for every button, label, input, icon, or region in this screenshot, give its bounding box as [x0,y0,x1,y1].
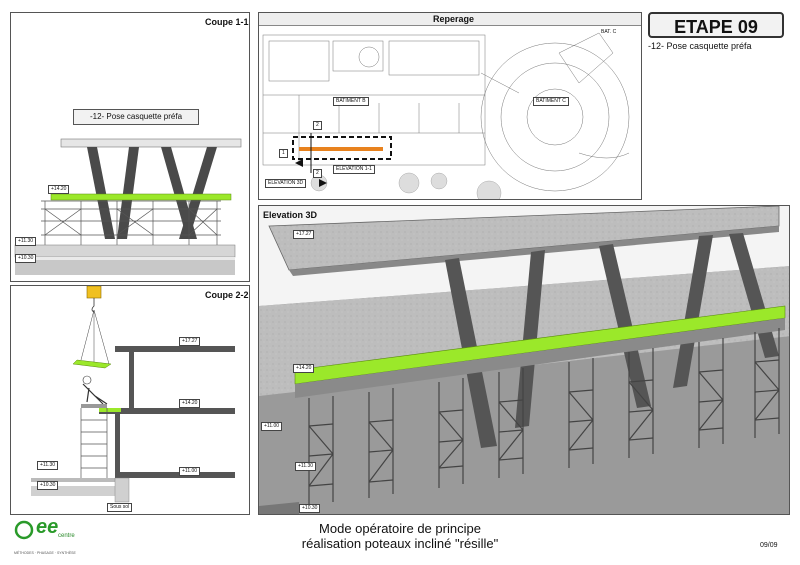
reperage-label: BAT. C [601,29,617,35]
reperage-label: BATIMENT B [333,97,369,106]
coupe-1-1-caption: -12- Pose casquette préfa [73,109,199,125]
coupe-2-2-panel: Coupe 2-2 [10,285,250,515]
level-label: +17.27 [293,230,315,239]
footer-title: Mode opératoire de principe réalisation … [260,521,540,551]
reperage-plan [262,32,630,199]
logo-tagline: MÉTHODES · PHASAGE · SYNTHÈSE [14,551,76,555]
etape-subtitle: -12- Pose casquette préfa [648,41,752,51]
footer-title-line2: réalisation poteaux incliné "résille" [301,536,499,551]
level-label: +11.30 [15,237,37,246]
elevation-3d-drawing [259,206,789,514]
logo-word: centre [58,533,75,539]
level-label: +10.30 [37,481,59,490]
elevation-3d-panel: Elevation 3D +17.27 +14.20 +11.00 +11.30… [258,205,790,515]
reperage-label: ELEVATION 1-1 [333,165,375,174]
level-label: +11.30 [295,462,317,471]
etape-title-box: ETAPE 09 [648,12,784,38]
crane-hook-icon [86,286,102,299]
section-marker: 2 [313,121,322,130]
coupe-1-1-title: Coupe 1-1 [205,17,249,27]
section-marker: 2 [313,169,322,178]
level-label: +14.20 [293,364,315,373]
elevation-3d-title: Elevation 3D [263,210,318,220]
coupe-1-1-panel: Coupe 1-1 -12- Pose casquette préfa [10,12,250,282]
level-label: +14.20 [179,399,201,408]
coupe-2-2-title: Coupe 2-2 [205,290,249,300]
reperage-label: BATIMENT C [533,97,569,106]
reperage-header [259,13,641,26]
level-label: +11.30 [37,461,59,470]
level-label: +14.20 [48,185,70,194]
level-label: +17.27 [179,337,201,346]
level-label: +10.30 [299,504,321,513]
level-label: +11.00 [179,467,201,476]
logo-icon [14,520,34,540]
sous-sol-label: Sous sol [107,503,133,512]
footer-title-line1: Mode opératoire de principe [319,521,481,536]
logo-letters: ee [36,516,59,538]
level-label: +10.30 [15,254,37,263]
level-label: +11.00 [261,422,283,431]
coupe-1-1-drawing [14,138,242,275]
section-marker: 1 [279,149,288,158]
coupe-2-2-drawing [31,286,235,503]
reperage-label: ELEVATION 3D [265,179,307,188]
reperage-title: Reperage [433,14,475,24]
page-number: 09/09 [760,542,778,549]
reperage-panel: Reperage [258,12,642,200]
